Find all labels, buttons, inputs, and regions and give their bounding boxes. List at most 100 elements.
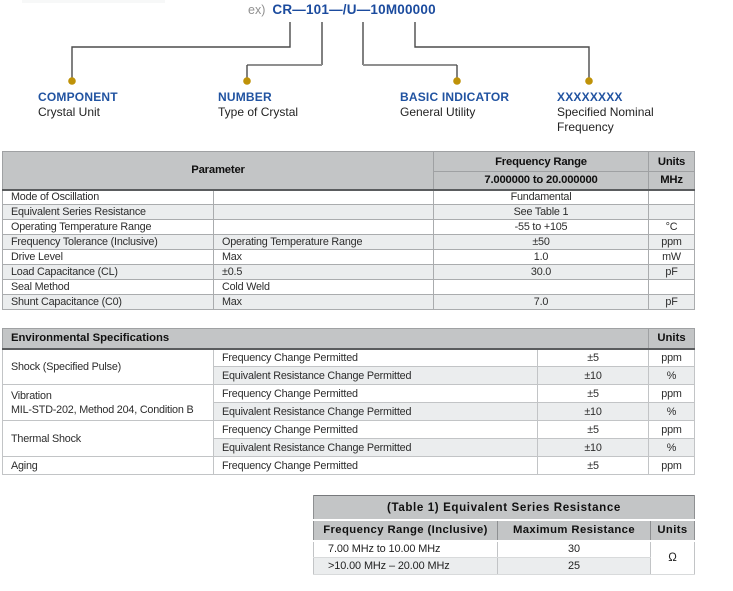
cell-unit: pF xyxy=(648,294,695,310)
env-table-title: Environmental Specifications xyxy=(2,328,649,349)
cell-unit xyxy=(648,204,695,220)
label-basic-indicator-title: BASIC INDICATOR xyxy=(400,90,510,104)
label-nominal-frequency-desc2: Frequency xyxy=(557,120,614,134)
env-group-aging: Aging xyxy=(2,456,214,475)
esr-header-max-resistance: Maximum Resistance xyxy=(497,519,651,542)
header-units: Units xyxy=(648,151,695,172)
label-basic-indicator: BASIC INDICATOR General Utility xyxy=(400,90,570,120)
esr-header-units: Units xyxy=(650,519,695,542)
cell-parameter: Seal Method xyxy=(2,279,214,295)
cell-unit: ppm xyxy=(648,234,695,250)
table-row: >10.00 MHz – 20.00 MHz 25 xyxy=(313,557,695,575)
cell-parameter: Equivalent Series Resistance xyxy=(2,204,214,220)
header-parameter: Parameter xyxy=(2,151,434,190)
label-number: NUMBER Type of Crystal xyxy=(218,90,388,120)
env-group-vibration-line2: MIL-STD-202, Method 204, Condition B xyxy=(11,403,194,416)
cell-value xyxy=(433,279,649,295)
table-row: 7.00 MHz to 10.00 MHz 30 Ω xyxy=(313,540,695,575)
label-nominal-frequency: XXXXXXXX Specified Nominal Frequency xyxy=(557,90,727,135)
part-number-prefix: ex) xyxy=(248,3,266,17)
table-row: Mode of Oscillation Fundamental xyxy=(2,188,695,205)
header-units-value: MHz xyxy=(648,171,695,190)
label-component: COMPONENT Crystal Unit xyxy=(38,90,208,120)
cell-value: 1.0 xyxy=(433,249,649,265)
header-frequency-range: Frequency Range xyxy=(433,151,649,172)
connector-lines xyxy=(68,22,593,85)
cell-unit: ppm xyxy=(648,347,695,367)
cell-condition: Max xyxy=(213,294,434,310)
label-nominal-frequency-title: XXXXXXXX xyxy=(557,90,623,104)
cell-description: Frequency Change Permitted xyxy=(213,384,538,403)
cell-value: Fundamental xyxy=(433,188,649,205)
cell-unit: ppm xyxy=(648,420,695,439)
table-row: Operating Temperature Range -55 to +105 … xyxy=(2,219,695,235)
cell-value: ±5 xyxy=(537,456,649,475)
part-number-line: ex) CR—101—/U—10M00000 xyxy=(248,2,436,17)
label-component-title: COMPONENT xyxy=(38,90,118,104)
cell-unit-ohm: Ω xyxy=(650,540,695,575)
cell-frequency-range: >10.00 MHz – 20.00 MHz xyxy=(313,557,498,575)
cell-condition: Operating Temperature Range xyxy=(213,234,434,250)
cell-value: -55 to +105 xyxy=(433,219,649,235)
env-group-shock: Shock (Specified Pulse) xyxy=(2,347,214,385)
cell-unit: ppm xyxy=(648,384,695,403)
cell-value: ±5 xyxy=(537,420,649,439)
cell-condition xyxy=(213,204,434,220)
cell-condition: Cold Weld xyxy=(213,279,434,295)
table-row: Equivalent Series Resistance See Table 1 xyxy=(2,204,695,220)
env-group-vibration: Vibration MIL-STD-202, Method 204, Condi… xyxy=(2,384,214,421)
label-basic-indicator-desc: General Utility xyxy=(400,105,476,119)
label-nominal-frequency-desc1: Specified Nominal xyxy=(557,105,654,119)
connector-frequency xyxy=(414,22,590,78)
esr-table-title: (Table 1) Equivalent Series Resistance xyxy=(313,495,695,521)
cell-description: Frequency Change Permitted xyxy=(213,420,538,439)
cell-frequency-range: 7.00 MHz to 10.00 MHz xyxy=(313,540,498,558)
part-number: CR—101—/U—10M00000 xyxy=(272,2,436,17)
label-component-desc: Crystal Unit xyxy=(38,105,101,119)
cell-unit: ppm xyxy=(648,456,695,475)
cell-parameter: Shunt Capacitance (C0) xyxy=(2,294,214,310)
top-edge-artifact xyxy=(22,0,165,3)
cell-value: ±10 xyxy=(537,438,649,457)
connector-component xyxy=(71,22,291,78)
environmental-table: Environmental Specifications Units Shock… xyxy=(2,328,695,475)
cell-parameter: Operating Temperature Range xyxy=(2,219,214,235)
table-row: Vibration MIL-STD-202, Method 204, Condi… xyxy=(2,384,695,421)
cell-max-resistance: 25 xyxy=(497,557,651,575)
cell-description: Equivalent Resistance Change Permitted xyxy=(213,402,538,421)
table-row: Load Capacitance (CL) ±0.5 30.0 pF xyxy=(2,264,695,280)
table-row: Thermal Shock Frequency Change Permitted… xyxy=(2,420,695,457)
table-row: Aging Frequency Change Permitted ±5 ppm xyxy=(2,456,695,475)
cell-condition: Max xyxy=(213,249,434,265)
connector-dot xyxy=(68,77,76,85)
cell-value: ±50 xyxy=(433,234,649,250)
cell-unit xyxy=(648,188,695,205)
header-range-value: 7.000000 to 20.000000 xyxy=(433,171,649,190)
cell-condition: ±0.5 xyxy=(213,264,434,280)
cell-parameter: Load Capacitance (CL) xyxy=(2,264,214,280)
table-row: Drive Level Max 1.0 mW xyxy=(2,249,695,265)
cell-unit: mW xyxy=(648,249,695,265)
env-group-thermal-shock: Thermal Shock xyxy=(2,420,214,457)
label-number-title: NUMBER xyxy=(218,90,272,104)
cell-value: 7.0 xyxy=(433,294,649,310)
cell-value: See Table 1 xyxy=(433,204,649,220)
cell-value: ±5 xyxy=(537,347,649,367)
cell-condition xyxy=(213,219,434,235)
cell-condition xyxy=(213,188,434,205)
connector-dot xyxy=(453,77,461,85)
table-row: Equivalent Resistance Change Permitted ±… xyxy=(3,366,695,385)
label-number-desc: Type of Crystal xyxy=(218,105,299,119)
cell-unit: % xyxy=(648,366,695,385)
parameter-table: Parameter Frequency Range Units 7.000000… xyxy=(2,151,695,310)
cell-unit: pF xyxy=(648,264,695,280)
table-row: Shunt Capacitance (C0) Max 7.0 pF xyxy=(2,294,695,310)
cell-value: ±10 xyxy=(537,366,649,385)
connector-dot xyxy=(585,77,593,85)
cell-value: ±10 xyxy=(537,402,649,421)
cell-unit: °C xyxy=(648,219,695,235)
cell-unit: % xyxy=(648,438,695,457)
esr-table: (Table 1) Equivalent Series Resistance F… xyxy=(313,495,695,575)
cell-description: Frequency Change Permitted xyxy=(213,456,538,475)
